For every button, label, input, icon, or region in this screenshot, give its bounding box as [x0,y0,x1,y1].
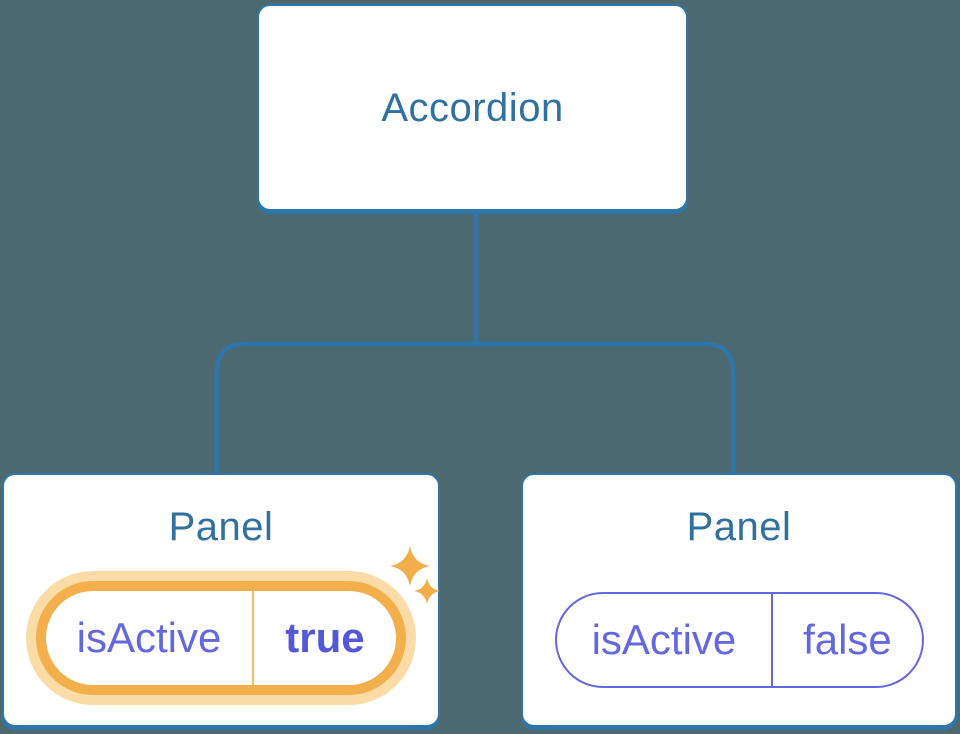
sparkle-icon [414,578,440,604]
panel-node-active: Panel isActive true [2,473,440,727]
state-key: isActive [76,614,222,661]
pill-divider [771,594,774,686]
panel-node-inactive: Panel isActive false [521,473,957,727]
state-value: true [285,614,365,661]
connector-branch [214,341,736,474]
panel-node-label: Panel [686,505,792,549]
state-pill-active: isActive true [36,581,406,695]
state-value: false [803,616,892,663]
sparkle-icon [390,546,430,586]
accordion-node: Accordion [257,4,688,211]
state-pill-inactive: isActive false [554,592,924,688]
pill-divider [251,591,254,685]
accordion-node-label: Accordion [381,85,564,130]
state-key: isActive [591,616,737,663]
panel-node-label: Panel [168,505,274,549]
state-pill-highlight-ring: isActive true [26,571,416,705]
